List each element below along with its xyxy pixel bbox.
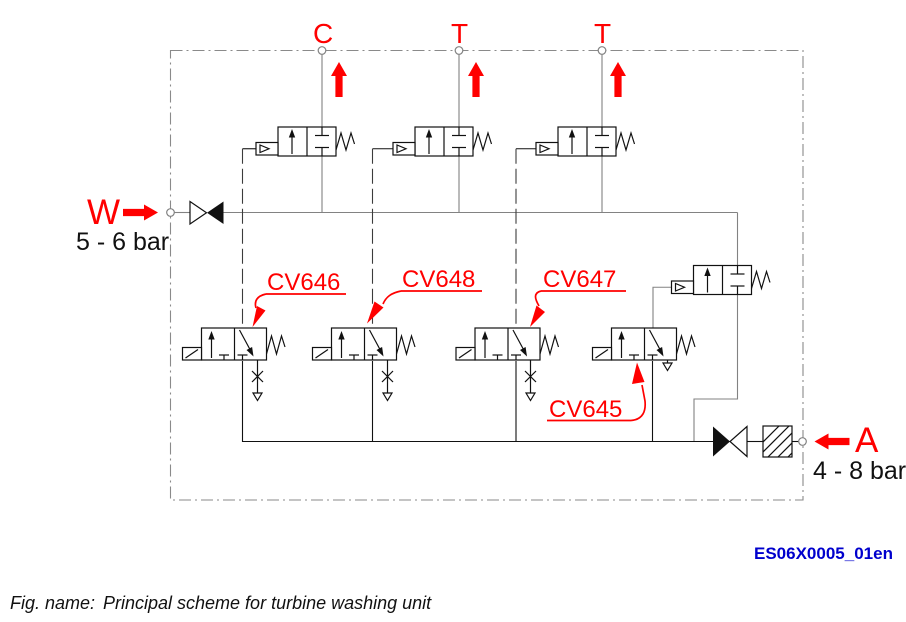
valve-tag-cv645: CV645: [549, 396, 622, 423]
callout-cv648: CV648: [367, 266, 482, 324]
pilot-valve-t1: [392, 126, 493, 157]
pilot-valve-air-to-water: [670, 264, 771, 296]
flow-arrow-w-icon: [123, 204, 158, 221]
caption-text: Principal scheme for turbine washing uni…: [103, 593, 432, 613]
pilot-lines: [241, 148, 536, 328]
port-a: [798, 437, 807, 446]
air-pressure-label: 4 - 8 bar: [813, 457, 906, 485]
air-check-valve-icon: [713, 425, 748, 458]
valve-tag-cv646: CV646: [267, 269, 340, 296]
exhaust-icon-cv648: [381, 359, 394, 402]
callout-cv646: CV646: [252, 269, 346, 327]
water-pressure-label: 5 - 6 bar: [76, 228, 169, 256]
pilot-valve-c: [255, 126, 356, 157]
solenoid-valve-cv645: [591, 327, 696, 361]
valve-tag-cv647: CV647: [543, 266, 616, 293]
port-t2: [597, 46, 607, 55]
solenoid-valve-cv647: [455, 327, 560, 361]
solenoid-valve-cv648: [311, 327, 416, 361]
air-filter-icon: [762, 425, 793, 458]
air-inlet-label: A: [855, 421, 879, 460]
outlet-label-t2: T: [594, 18, 611, 49]
flow-arrow-t2-icon: [610, 62, 626, 97]
outlet-label-t1: T: [451, 18, 468, 49]
exhaust-icon-cv647: [524, 359, 537, 402]
outlet-label-c: C: [313, 18, 333, 49]
water-piping: [174, 54, 739, 442]
valve-tag-cv648: CV648: [402, 266, 475, 293]
flow-arrow-a-icon: [814, 433, 850, 450]
air-piping: [241, 361, 799, 443]
exhaust-icon-cv645: [662, 359, 673, 372]
flow-arrow-t1-icon: [468, 62, 484, 97]
document-id: ES06X0005_01en: [754, 544, 893, 563]
water-check-valve-icon: [189, 200, 224, 226]
callout-cv645: CV645: [547, 362, 647, 423]
exhaust-icon-cv646: [251, 359, 264, 402]
flow-arrow-c-icon: [331, 62, 347, 97]
port-w: [166, 208, 175, 217]
callout-cv647: CV647: [530, 266, 626, 327]
water-inlet-label: W: [87, 193, 120, 232]
solenoid-valve-cv646: [181, 327, 286, 361]
port-c: [317, 46, 327, 55]
unit-boundary: [169, 49, 804, 501]
port-t1: [454, 46, 464, 55]
pilot-valve-t2: [535, 126, 636, 157]
caption-prefix: Fig. name:: [10, 593, 95, 613]
